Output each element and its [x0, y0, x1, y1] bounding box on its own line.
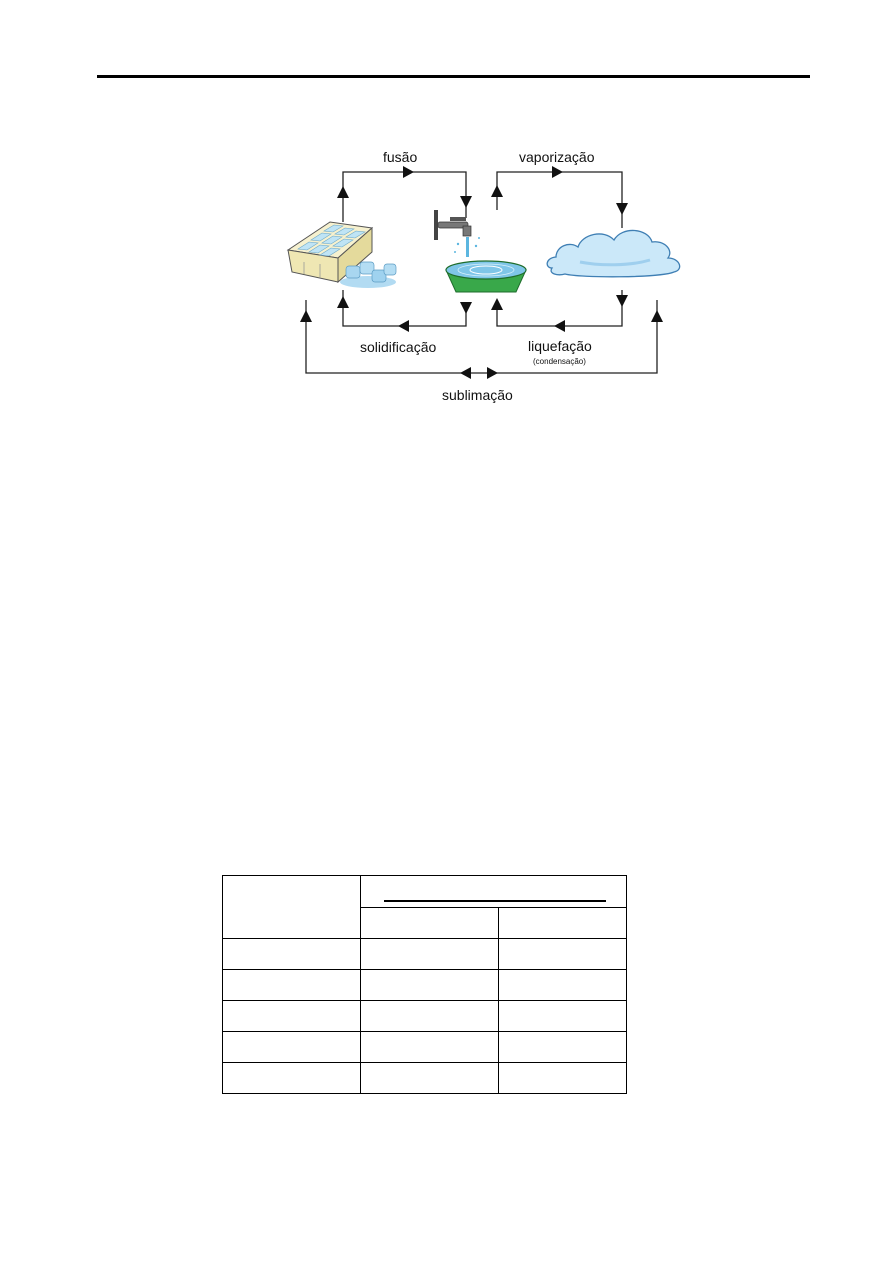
- table-cell: [222, 938, 361, 970]
- table-cell: [360, 907, 499, 939]
- label-solidification: solidificação: [360, 339, 436, 355]
- table-cell: [360, 1000, 499, 1032]
- states-of-matter-diagram: fusão vaporização solidificação liquefaç…: [286, 149, 681, 403]
- table-header-cell: [360, 875, 627, 908]
- arrow-up-icon: [337, 296, 349, 308]
- table-cell: [222, 875, 361, 939]
- arrow-right-icon: [487, 367, 498, 379]
- label-condensation: (condensação): [533, 357, 586, 366]
- table-row: [222, 938, 627, 970]
- arrow-up-icon: [337, 186, 349, 198]
- label-fusion: fusão: [383, 149, 417, 165]
- arrow-down-icon: [460, 302, 472, 314]
- table-cell: [360, 969, 499, 1001]
- arrow-down-icon: [460, 196, 472, 208]
- basin-icon: [445, 260, 527, 293]
- table-cell: [360, 1031, 499, 1063]
- arrow-right-icon: [403, 166, 414, 178]
- table-cell: [360, 1062, 499, 1094]
- header-rule: [97, 75, 810, 78]
- table-cell: [360, 938, 499, 970]
- table-row: [222, 1062, 627, 1094]
- ice-cubes-icon: [340, 261, 397, 288]
- arrow-up-icon: [491, 298, 503, 310]
- arrow-right-icon: [552, 166, 563, 178]
- arrow-down-icon: [616, 203, 628, 215]
- table-cell: [222, 1031, 361, 1063]
- label-sublimation: sublimação: [442, 387, 513, 403]
- table-row: [222, 969, 627, 1001]
- header-blank-underline: [384, 900, 606, 902]
- table-cell: [498, 969, 627, 1001]
- arrow-left-icon: [460, 367, 471, 379]
- table-cell: [498, 1031, 627, 1063]
- label-liquefaction: liquefação: [528, 338, 592, 354]
- table-row: [222, 1000, 627, 1032]
- table-cell: [498, 1062, 627, 1094]
- faucet-icon: [434, 210, 480, 257]
- arrow-up-icon: [300, 310, 312, 322]
- table-cell: [498, 1000, 627, 1032]
- table-cell: [222, 1062, 361, 1094]
- arrow-left-icon: [554, 320, 565, 332]
- cloud-icon: [546, 229, 681, 278]
- arrow-heads: [300, 166, 663, 379]
- table-cell: [222, 969, 361, 1001]
- table-cell: [498, 938, 627, 970]
- arrow-left-icon: [398, 320, 409, 332]
- label-vaporization: vaporização: [519, 149, 595, 165]
- table-cell: [498, 907, 627, 939]
- arrow-up-icon: [651, 310, 663, 322]
- arrow-down-icon: [616, 295, 628, 307]
- table-row: [222, 1031, 627, 1063]
- table-cell: [222, 1000, 361, 1032]
- arrow-up-icon: [491, 185, 503, 197]
- blank-table: [222, 875, 627, 1094]
